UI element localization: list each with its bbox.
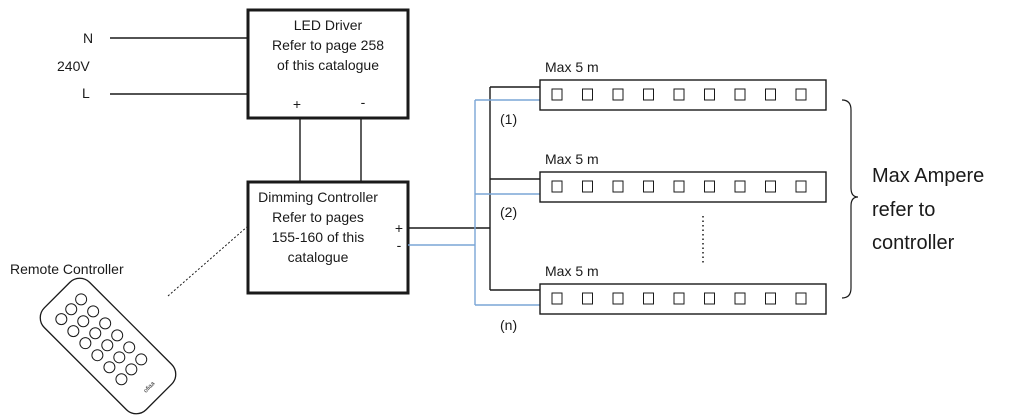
remote-signal-line [167,225,249,297]
led-chip [643,88,654,101]
remote-button [99,317,112,330]
led-chip [795,88,807,101]
driver-ref: Refer to page 258 [272,37,384,53]
led-chip [734,88,746,101]
led-driver-box [246,8,410,120]
led-chip [582,292,593,305]
led-chip [612,88,624,101]
remote-button [79,337,92,350]
led-chip [734,180,746,193]
led-chip [643,180,654,193]
remote-button [55,313,68,326]
led-chip [551,180,563,193]
led-chip [673,292,685,305]
led-chip [582,180,593,193]
remote-button [75,293,88,306]
led-chip [643,292,654,305]
strip-1-index-label: (1) [500,111,517,127]
led-chip [551,292,563,305]
led-chip [765,88,776,101]
led-chip [612,292,624,305]
driver-minus-label: - [361,94,366,110]
remote-button [125,363,138,376]
strip-n-length-label: Max 5 m [545,263,599,279]
led-strip-n [539,283,827,315]
remote-button [115,373,128,386]
led-chip [795,292,807,305]
strip-2-index-label: (2) [500,204,517,220]
led-chip [582,88,593,101]
remote-controller: ofiaa [39,277,177,415]
driver-ref-2: of this catalogue [277,57,379,73]
voltage-label: 240V [57,58,90,74]
remote-button [77,315,90,328]
curly-brace [841,99,859,299]
remote-button [89,327,102,340]
negative-bus [408,100,476,305]
led-chip [551,88,563,101]
live-label: L [82,85,90,101]
remote-button [91,349,104,362]
led-chip [765,292,776,305]
led-chip [765,180,776,193]
remote-button [135,353,148,366]
note-line-2: refer to [872,199,935,221]
remote-button [87,305,100,318]
remote-button [111,329,124,342]
positive-bus [408,87,491,290]
remote-button [65,303,78,316]
dimming-controller-box [246,180,410,295]
remote-button [67,325,80,338]
controller-title: Dimming Controller [258,189,378,205]
led-strip-1 [539,79,827,111]
remote-controller-label: Remote Controller [10,261,124,277]
led-chip [795,180,807,193]
led-chip [612,180,624,193]
note-line-1: Max Ampere [872,165,984,187]
led-chip [734,292,746,305]
led-strip-2 [539,171,827,203]
controller-ref-3: catalogue [288,249,349,265]
led-chip [704,180,715,193]
driver-title: LED Driver [294,17,363,33]
remote-button [113,351,126,364]
controller-minus-label: - [397,237,402,253]
led-chip [673,180,685,193]
remote-button [103,361,116,374]
remote-buttons [55,293,148,386]
neutral-label: N [83,30,93,46]
led-chip [704,88,715,101]
controller-ref: Refer to pages [272,209,364,225]
remote-button [123,341,136,354]
driver-plus-label: + [293,96,301,112]
strip-n-index-label: (n) [500,317,517,333]
led-chip [673,88,685,101]
strip-1-length-label: Max 5 m [545,59,599,75]
controller-plus-label: + [395,220,403,236]
remote-button [101,339,114,352]
note-line-3: controller [872,232,955,254]
controller-ref-2: 155-160 of this [272,229,365,245]
strip-2-length-label: Max 5 m [545,151,599,167]
led-chip [704,292,715,305]
